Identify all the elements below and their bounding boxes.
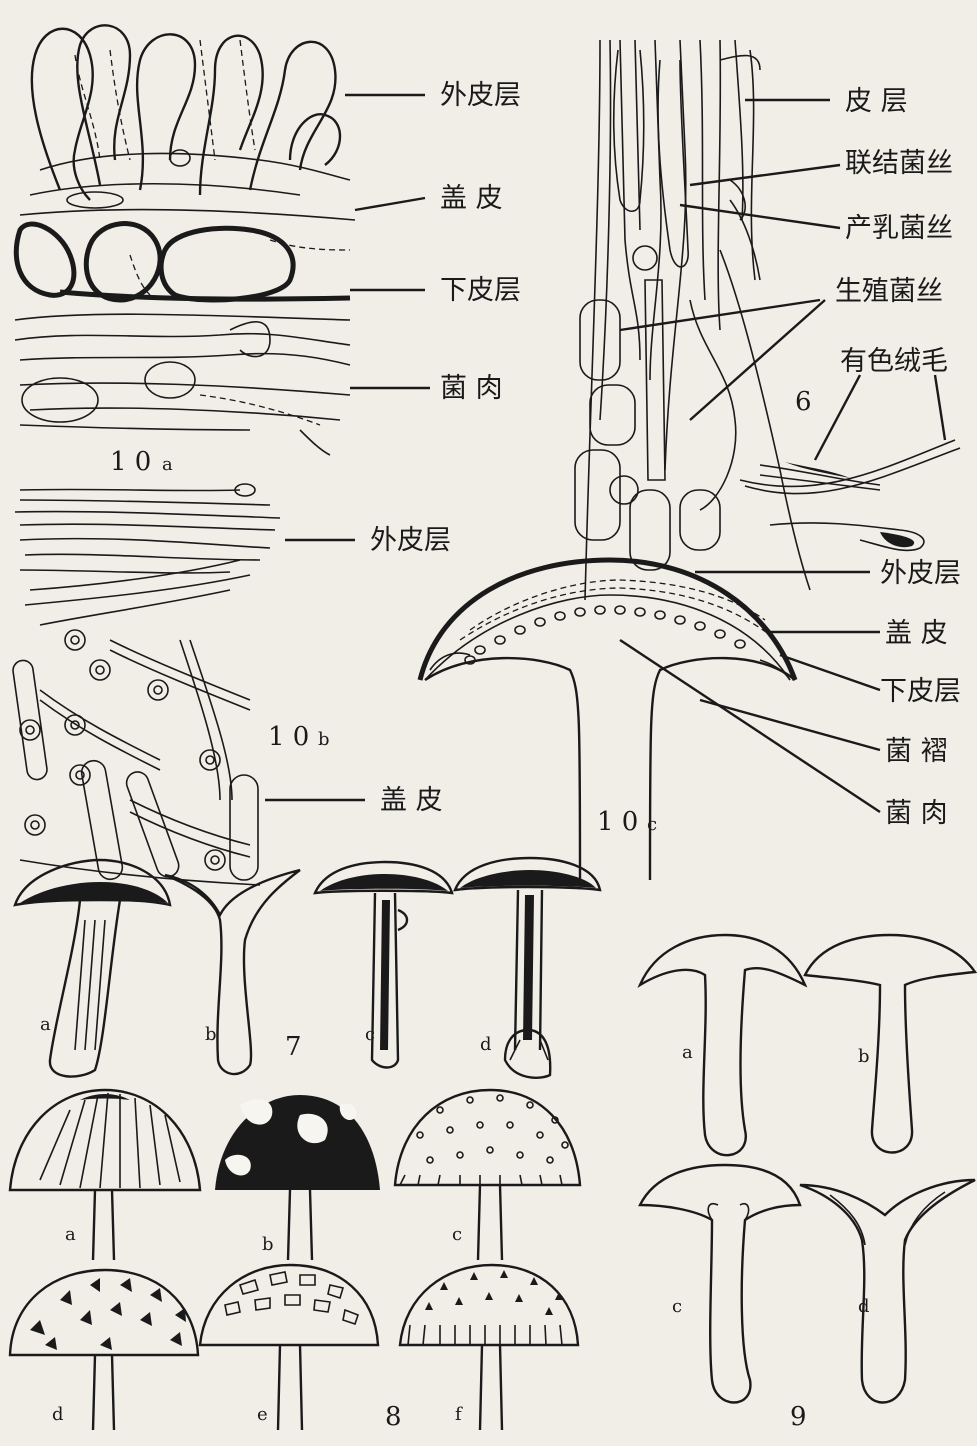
fig10c-label-cap: 盖 皮 — [885, 618, 948, 649]
figure-10b: 外皮层 盖 皮 1 0 b — [12, 484, 451, 885]
fig9-letter-d: d — [858, 1296, 870, 1317]
fig7-letter-d: d — [480, 1034, 492, 1055]
fig10c-leader-gills — [700, 700, 880, 750]
fig10a-label-cap: 盖 皮 — [440, 183, 503, 214]
fig10b-drawing — [12, 484, 280, 885]
fig7b-mushroom — [165, 870, 300, 1074]
fig8b-mushroom — [215, 1095, 380, 1260]
fig9-number: 9 — [790, 1402, 807, 1432]
fig10c-leader-flesh — [620, 640, 880, 812]
figure-6: 皮 层 联结菌丝 产乳菌丝 生殖菌丝 有色绒毛 6 — [575, 40, 960, 600]
fig9d-mushroom — [800, 1180, 975, 1403]
figure-10c: 外皮层 盖 皮 下皮层 菌 褶 菌 肉 1 0 c — [420, 558, 961, 880]
fig10a-number: 1 0 — [110, 447, 151, 477]
fig6-label-latex: 产乳菌丝 — [845, 213, 953, 244]
fig8e-mushroom — [200, 1265, 378, 1430]
fig6-leader-latex — [680, 205, 840, 228]
figure-7: a b c d 7 — [15, 858, 600, 1078]
fig6-label-skin: 皮 层 — [845, 86, 908, 117]
fig7d-mushroom — [455, 858, 600, 1078]
fig8-letter-f: f — [455, 1404, 463, 1425]
fig8c-mushroom — [395, 1090, 580, 1260]
figure-10a: 外皮层 盖 皮 下皮层 菌 肉 1 0 a — [15, 25, 521, 477]
fig9-letter-b: b — [858, 1046, 870, 1067]
fig8-letter-d: d — [52, 1404, 64, 1425]
fig7-letter-b: b — [205, 1024, 217, 1045]
fig6-leader-connect — [690, 165, 840, 185]
fig9-letter-c: c — [672, 1296, 682, 1317]
fig10a-leader-cap — [355, 198, 425, 210]
fig10c-label-flesh: 菌 肉 — [885, 798, 948, 829]
fig6-leader-hair-b — [935, 375, 945, 440]
fig10a-label-outer: 外皮层 — [440, 80, 521, 111]
fig8-letter-a: a — [65, 1224, 76, 1245]
fig8a-mushroom — [10, 1090, 200, 1260]
fig7a-mushroom — [15, 860, 170, 1077]
fig8-letter-e: e — [257, 1404, 268, 1425]
fig6-label-generative: 生殖菌丝 — [835, 276, 943, 307]
fig10c-hypodermis-cells — [465, 606, 745, 664]
fig10c-leader-sub — [780, 655, 880, 690]
fig9a-mushroom — [640, 935, 805, 1155]
fig10b-label-outer: 外皮层 — [370, 525, 451, 556]
fig10c-number: 1 0 — [597, 807, 638, 837]
fig10b-number: 1 0 — [268, 722, 309, 752]
fig10a-drawing — [15, 25, 355, 455]
fig10b-label-cap: 盖 皮 — [380, 785, 443, 816]
fig7-letter-a: a — [40, 1014, 51, 1035]
fig6-drawing — [575, 40, 960, 600]
figure-9: a b c d 9 — [640, 935, 975, 1432]
fig10b-suffix: b — [318, 729, 330, 750]
fig6-label-connect: 联结菌丝 — [845, 148, 953, 179]
fig8-number: 8 — [385, 1402, 402, 1432]
fig10a-label-sub: 下皮层 — [440, 275, 521, 306]
fig7-number: 7 — [285, 1032, 302, 1062]
fig6-number: 6 — [795, 387, 812, 417]
fig8-letter-b: b — [262, 1234, 274, 1255]
fig9-letter-a: a — [682, 1042, 693, 1063]
fig6-label-hairs: 有色绒毛 — [840, 346, 948, 377]
fig6-leader-hair-a — [815, 375, 860, 460]
fig9c-mushroom — [640, 1165, 800, 1403]
fig7c-mushroom — [315, 862, 452, 1068]
fig10c-suffix: c — [647, 814, 657, 835]
fig7-letter-c: c — [365, 1024, 375, 1045]
fig10a-label-flesh: 菌 肉 — [440, 373, 503, 404]
fig10c-label-outer: 外皮层 — [880, 558, 961, 589]
fig10c-label-gills: 菌 褶 — [885, 736, 948, 767]
fig10c-label-sub: 下皮层 — [880, 676, 961, 707]
fig8f-mushroom — [400, 1265, 578, 1430]
fig9b-mushroom — [805, 935, 975, 1153]
fig8d-mushroom — [10, 1270, 198, 1430]
figure-8: a b c d e f 8 — [10, 1090, 580, 1432]
fig8-letter-c: c — [452, 1224, 462, 1245]
fig10a-suffix: a — [162, 454, 173, 475]
